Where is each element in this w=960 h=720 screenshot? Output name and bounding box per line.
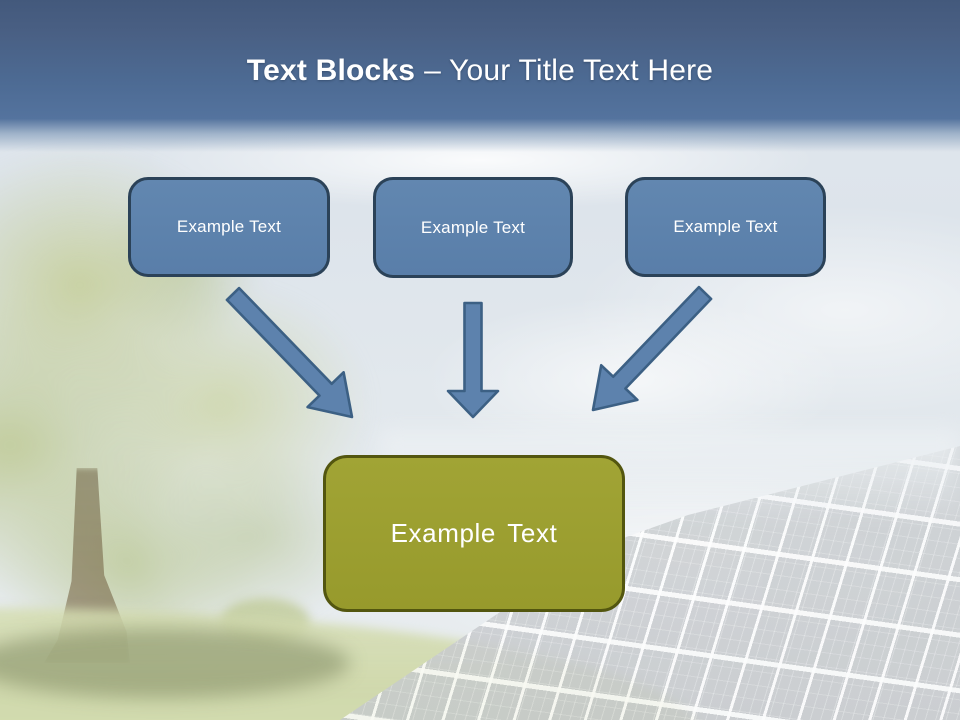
text-block-3-label: Example Text	[673, 217, 778, 236]
text-block-1-label: Example Text	[176, 217, 282, 236]
tree-shadow-photo	[0, 628, 350, 698]
arrow-down-right-icon	[225, 286, 354, 419]
slide-title-topic: Text Blocks	[246, 54, 416, 87]
slide-title-subtitle: – Your Title Text Here	[424, 54, 714, 87]
slide-title: Text Blocks– Your Title Text Here	[0, 0, 960, 87]
text-block-3: Example Text	[625, 177, 826, 277]
text-block-1: Example Text	[128, 177, 330, 277]
grass-photo	[0, 608, 700, 720]
arrow-down-icon	[446, 301, 500, 419]
arrow-down-left-icon	[591, 285, 713, 412]
bush-photo	[220, 598, 310, 646]
result-block: Example Text	[323, 455, 625, 612]
tree-trunk-photo	[44, 468, 130, 663]
result-block-label: Example Text	[390, 518, 558, 548]
text-block-2-label: Example Text	[420, 217, 526, 237]
text-block-2: Example Text	[373, 177, 573, 278]
title-bar: Text Blocks– Your Title Text Here	[0, 0, 960, 152]
